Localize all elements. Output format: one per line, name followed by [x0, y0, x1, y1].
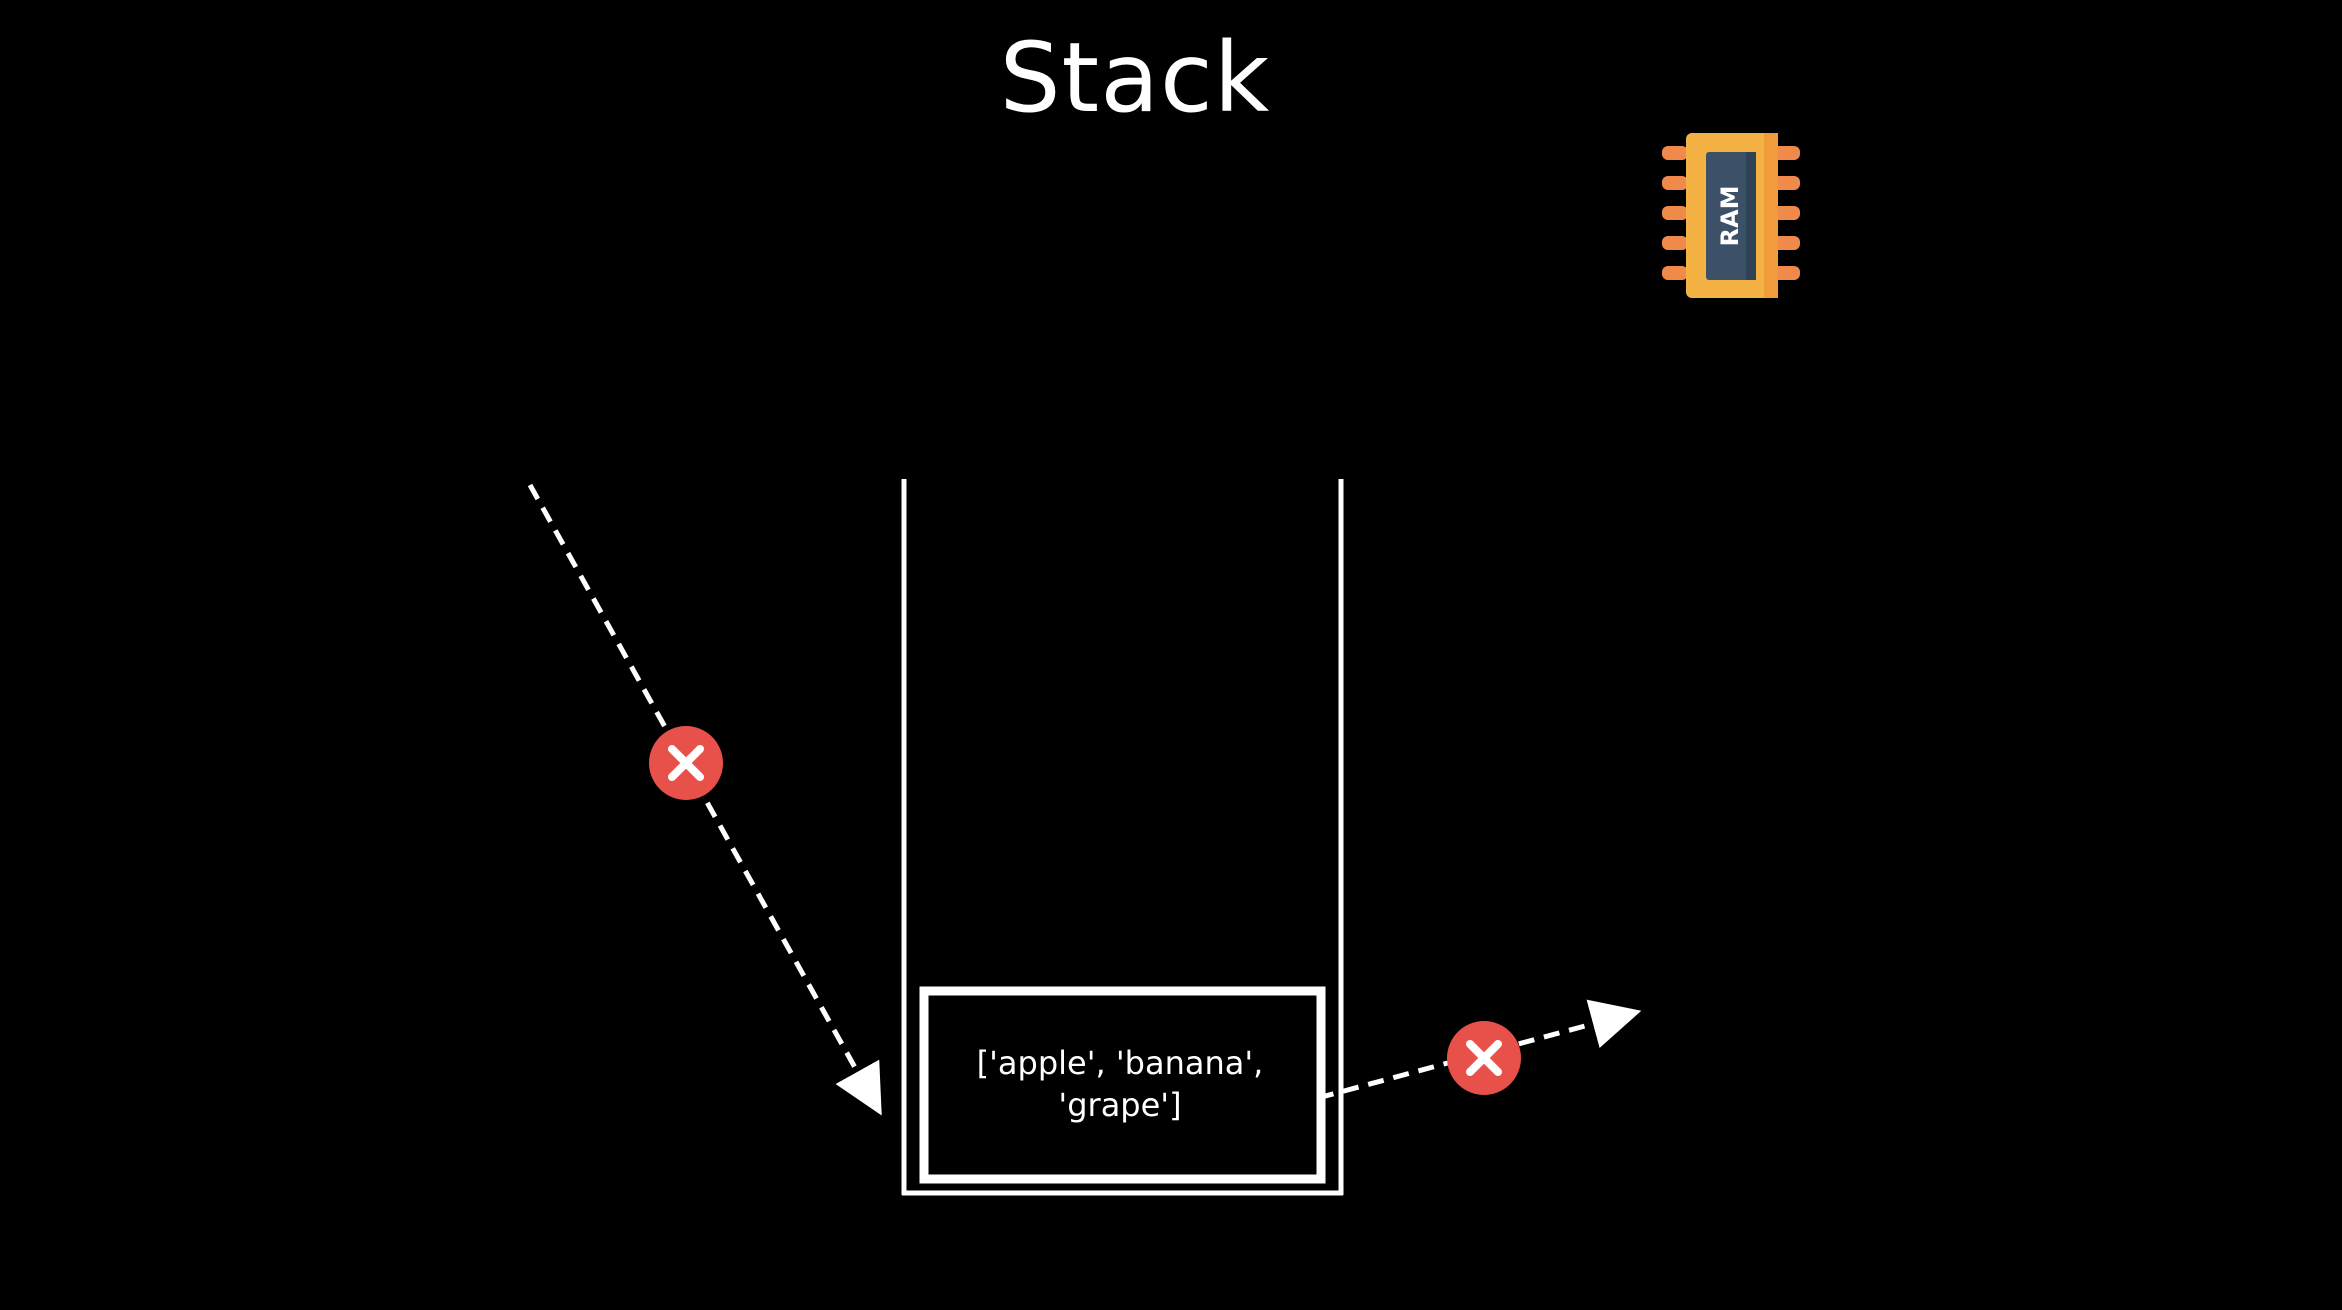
ram-chip-label: RAM — [1716, 186, 1744, 247]
push-blocked-icon — [649, 726, 723, 800]
ram-chip-icon: RAM — [1662, 133, 1800, 298]
stack-container — [901, 479, 1344, 1196]
slide-title: Stack — [999, 22, 1271, 134]
stack-item-box — [919, 986, 1326, 1184]
stack-item-label: ['apple', 'banana', 'grape'] — [976, 1044, 1264, 1124]
pop-blocked-icon — [1447, 1021, 1521, 1095]
